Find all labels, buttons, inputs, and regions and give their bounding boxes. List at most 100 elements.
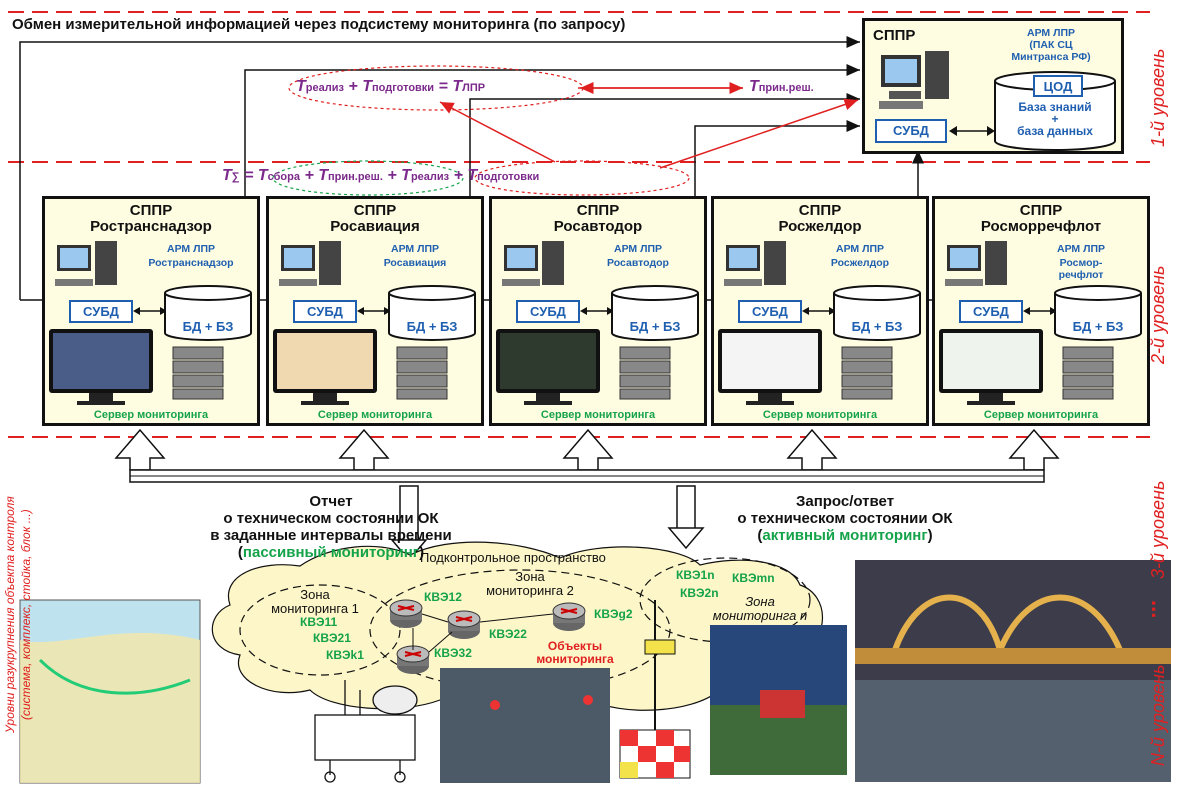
signal-light <box>490 700 500 710</box>
database-icon <box>611 285 699 341</box>
database-icon <box>388 285 476 341</box>
agency-title: СППР <box>576 202 620 219</box>
subd-db-link <box>580 307 614 315</box>
subd-db-link <box>1023 307 1057 315</box>
formula-t-decision: Tприн.реш. <box>749 78 814 95</box>
server-rack-icon <box>172 346 224 400</box>
agency-title: СППР <box>798 202 842 219</box>
kve-12: КВЭ12 <box>424 590 462 604</box>
server-rack-icon <box>619 346 671 400</box>
workstation-icon <box>945 241 1007 286</box>
kve-32: КВЭ32 <box>434 646 472 660</box>
db-label: БД + БЗ <box>182 319 234 334</box>
kve-g2: КВЭg2 <box>594 607 633 621</box>
server-rack-icon <box>396 346 448 400</box>
formula-ellipse-green <box>272 160 464 196</box>
monitoring-screen <box>49 329 153 405</box>
kve-21: КВЭ21 <box>313 631 351 645</box>
database-icon <box>1054 285 1142 341</box>
agency-title: СППР <box>129 202 173 219</box>
server-rack-icon <box>841 346 893 400</box>
zone-n-outline <box>639 557 811 643</box>
level-ellipsis: ... <box>1147 600 1172 619</box>
decomposition-label-1: Уровни разукрупнения объекта контроля <box>3 496 17 734</box>
map-land <box>20 632 200 783</box>
kve-k1: КВЭk1 <box>326 648 364 662</box>
airport-photo <box>440 668 610 783</box>
subd-db-link <box>949 126 995 136</box>
workstation-icon <box>724 241 786 286</box>
database-icon <box>833 285 921 341</box>
sppr-top-subd: СУБД <box>875 119 947 143</box>
arm-label: АРМ ЛПР <box>166 243 216 255</box>
upward-arrows <box>114 428 1060 471</box>
agency-title: СППР <box>353 202 397 219</box>
passive-monitoring-label: Отчет о техническом состоянии ОК в задан… <box>210 493 452 561</box>
decomposition-label-2: (система, комплекс, стойка, блок ...) <box>19 509 33 721</box>
agency-name: Росавтодор <box>553 218 643 235</box>
agency-title: СППР <box>1019 202 1063 219</box>
bridge-arches <box>892 594 1123 652</box>
subd-box: СУБД <box>959 300 1023 323</box>
exchange-title: Обмен измерительной информацией через по… <box>12 16 626 33</box>
kve-2n: КВЭ2n <box>680 586 719 600</box>
arm-org-label: Росжелдор <box>830 257 890 269</box>
sppr-top-box: СППР АРМ ЛПР (ПАК СЦ Минтранса РФ) СУБД … <box>862 18 1124 154</box>
level-2-label: 2-й уровень <box>1148 265 1168 365</box>
db-label: БД + БЗ <box>406 319 458 334</box>
mast-tower <box>619 600 691 779</box>
arm-org-label: Ространснадзор <box>148 257 234 269</box>
kve-mn: КВЭmn <box>732 571 775 585</box>
subd-box: СУБД <box>69 300 133 323</box>
arm-org-label: Росавтодор <box>607 257 669 269</box>
bridge-water <box>855 680 1171 782</box>
level-1-label: 1-й уровень <box>1148 48 1168 147</box>
workstation-icon <box>55 241 117 286</box>
server-rack-icon <box>1062 346 1114 400</box>
agency-name: Росавиация <box>330 218 420 235</box>
server-label: Сервер мониторинга <box>762 409 878 421</box>
workstation-icon <box>502 241 564 286</box>
subd-db-link <box>357 307 391 315</box>
agency-name: Росжелдор <box>778 218 862 235</box>
active-monitoring-label: Запрос/ответ о техническом состоянии ОК … <box>737 493 953 544</box>
monitoring-screen <box>718 329 822 405</box>
formula-ellipse-red <box>474 160 690 196</box>
cod-label: ЦОД <box>1033 75 1083 97</box>
radar-building <box>760 690 805 718</box>
subd-db-link <box>802 307 836 315</box>
arm-label: АРМ ЛПР <box>390 243 440 255</box>
formula-ellipse-top <box>288 65 584 111</box>
sppr-top-arm: АРМ ЛПР (ПАК СЦ Минтранса РФ) <box>1011 27 1091 63</box>
bridge-deck <box>855 648 1171 664</box>
signal-light-2 <box>583 695 593 705</box>
zone-1-outline <box>239 584 401 676</box>
database-icon <box>164 285 252 341</box>
formula-top: Tреализ + Tподготовки = TЛПР <box>296 78 486 95</box>
server-label: Сервер мониторинга <box>540 409 656 421</box>
subd-box: СУБД <box>738 300 802 323</box>
monitoring-screen <box>273 329 377 405</box>
kve-22: КВЭ22 <box>489 627 527 641</box>
db-label: БД + БЗ <box>1072 319 1124 334</box>
workstation-icon <box>279 241 341 286</box>
formula-sum: T∑ = Tсбора + Tприн.реш. + Tреализ + Tпо… <box>222 167 540 184</box>
monitoring-screen <box>496 329 600 405</box>
arm-org-label: Росмор- речфлот <box>1058 257 1104 281</box>
knowledge-base-label: База знаний + база данных <box>1017 100 1093 138</box>
subd-db-link <box>133 307 167 315</box>
level-n-label: N-й уровень <box>1148 664 1168 766</box>
subd-box: СУБД <box>293 300 357 323</box>
arm-label: АРМ ЛПР <box>835 243 885 255</box>
sppr-top-title: СППР <box>873 27 916 44</box>
workstation-icon <box>879 51 949 109</box>
kve-11: КВЭ11 <box>300 615 338 629</box>
agency-name: Ространснадзор <box>90 218 212 235</box>
